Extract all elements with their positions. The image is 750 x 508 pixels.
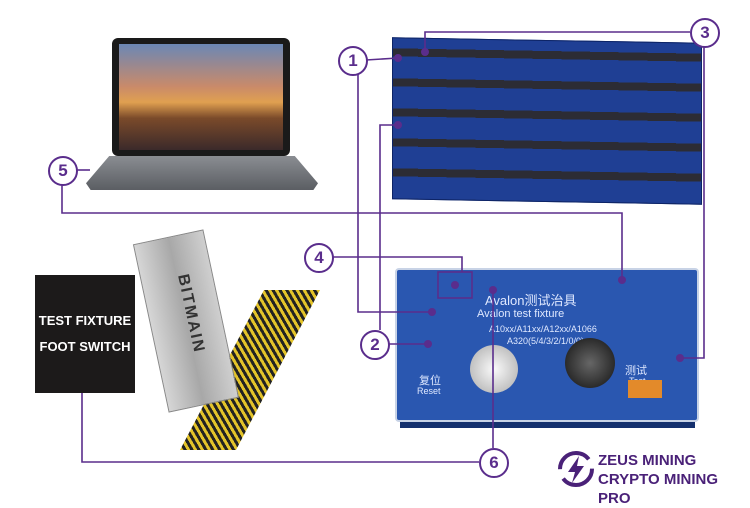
black-knob[interactable]	[565, 338, 615, 388]
silver-knob[interactable]	[470, 345, 518, 393]
test-label-cn: 测试	[625, 365, 647, 377]
callout-5: 5	[48, 156, 78, 186]
connector-4-box	[437, 271, 473, 299]
foot-switch-box: TEST FIXTURE FOOT SWITCH	[35, 275, 135, 393]
line-3-fixture	[680, 47, 705, 359]
callout-3: 3	[690, 18, 720, 48]
foot-switch-line2: FOOT SWITCH	[39, 339, 131, 354]
callout-6: 6	[479, 448, 509, 478]
logo-line2: CRYPTO MINING PRO	[598, 471, 719, 507]
reset-label-cn: 复位	[419, 375, 441, 387]
laptop-keyboard	[86, 156, 318, 190]
fixture-title-cn: Avalon测试治具	[485, 293, 577, 308]
foot-switch-line1: TEST FIXTURE	[38, 313, 132, 328]
laptop-display	[119, 44, 283, 150]
logo-text: ZEUS MINING CRYPTO MINING PRO	[598, 451, 750, 508]
callout-2: 2	[360, 330, 390, 360]
line-5-fixture	[61, 184, 623, 280]
line-4	[332, 256, 463, 272]
line-1-fixture	[357, 74, 432, 313]
fixture-title-en: Avalon test fixture	[477, 308, 565, 320]
callout-4: 4	[304, 243, 334, 273]
line-3-board	[424, 31, 690, 52]
line-6-footswitch	[81, 393, 479, 463]
zeus-lightning-logo-icon	[558, 451, 594, 487]
logo-line1: ZEUS MINING	[598, 452, 697, 469]
fixture-models: A10xx/A11xx/A12xx/A1066	[489, 324, 597, 334]
line-2-board	[379, 124, 398, 330]
test-button[interactable]	[628, 380, 662, 398]
fixture-series: A320(5/4/3/2/1/0/0)	[507, 336, 585, 346]
callout-1: 1	[338, 46, 368, 76]
reset-label-en: Reset	[417, 386, 441, 396]
line-1-port	[365, 57, 399, 61]
